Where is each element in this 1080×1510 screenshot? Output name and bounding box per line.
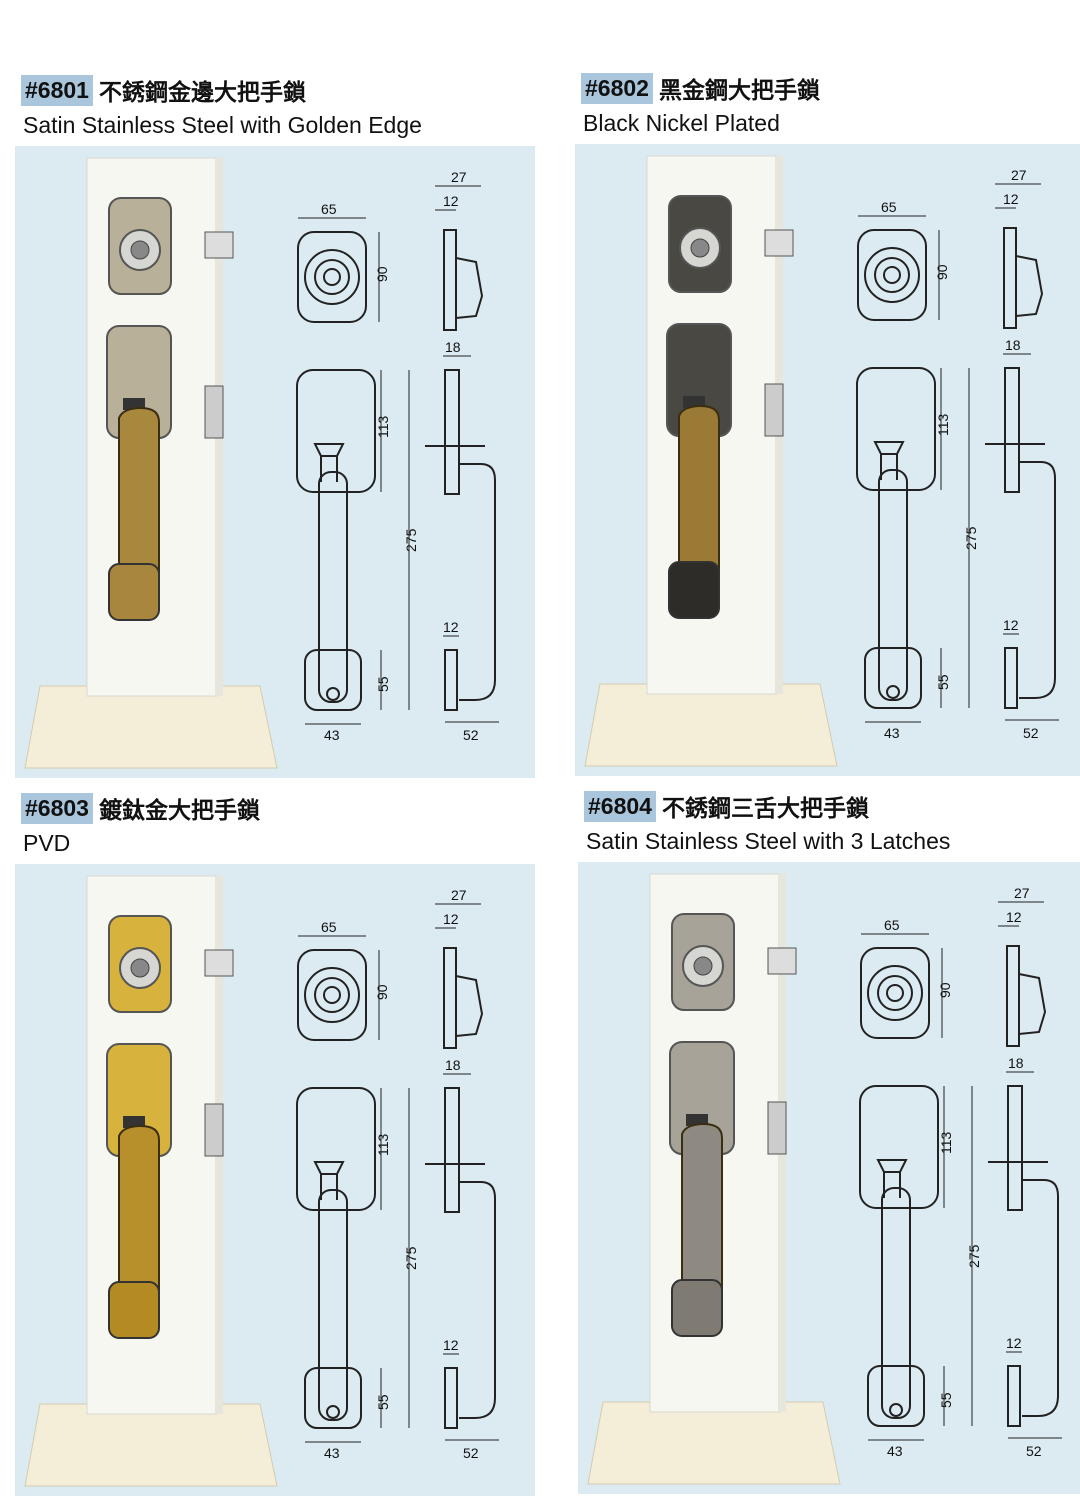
dim-label-bottom-plate-height: 55 bbox=[935, 674, 951, 690]
latch-bolt bbox=[204, 385, 224, 439]
dim-label-bottom-thin: 12 bbox=[1006, 1335, 1022, 1351]
latch-bolt bbox=[764, 383, 784, 437]
dimension-labels: 65 90 27 12 113 275 55 43 18 12 52 bbox=[881, 167, 1039, 741]
handle-bottom-plate bbox=[108, 1281, 160, 1339]
dimension-labels: 65 90 27 12 113 275 55 43 18 12 52 bbox=[321, 887, 479, 1461]
handle-bottom-plate bbox=[671, 1279, 723, 1337]
product-name-en: PVD bbox=[23, 830, 71, 856]
dim-label-handle-plate-height: 113 bbox=[938, 1131, 954, 1154]
dim-label-deadbolt-height: 90 bbox=[937, 982, 953, 998]
dim-label-overall-height: 275 bbox=[966, 1244, 982, 1268]
dim-label-overall-height: 275 bbox=[403, 1246, 419, 1270]
dim-label-handle-plate-height: 113 bbox=[935, 413, 951, 436]
dim-label-handle-depth: 52 bbox=[1026, 1443, 1042, 1459]
dim-label-bottom-plate-height: 55 bbox=[938, 1392, 954, 1408]
product-panel: 65 90 27 12 113 275 55 43 18 12 52 bbox=[15, 146, 535, 778]
product-panel: 65 90 27 12 113 275 55 43 18 12 52 bbox=[575, 144, 1080, 776]
dim-label-side-thin: 12 bbox=[443, 193, 459, 209]
deadbolt-latch bbox=[204, 949, 234, 977]
grip-handle bbox=[118, 406, 160, 581]
dim-label-handle-thickness: 18 bbox=[1008, 1055, 1024, 1071]
dim-label-handle-plate-height: 113 bbox=[375, 415, 391, 438]
product-name-zh: 不銹鋼三舌大把手鎖 bbox=[661, 796, 869, 822]
dim-label-deadbolt-width: 65 bbox=[321, 201, 337, 217]
grip-handle bbox=[678, 404, 720, 579]
dim-label-side-total: 27 bbox=[451, 887, 467, 903]
dimension-labels: 65 90 27 12 113 275 55 43 18 12 52 bbox=[884, 885, 1042, 1459]
dimension-labels: 65 90 27 12 113 275 55 43 18 12 52 bbox=[321, 169, 479, 743]
deadbolt-latch bbox=[764, 229, 794, 257]
dimension-drawing bbox=[296, 185, 499, 725]
dimension-drawing bbox=[296, 903, 499, 1443]
thumb-lever bbox=[123, 1116, 145, 1128]
product-card: #6802 黑金鋼大把手鎖 Black Nickel Plated bbox=[575, 70, 1080, 790]
dim-label-side-total: 27 bbox=[451, 169, 467, 185]
thumb-lever bbox=[686, 1114, 708, 1126]
dim-label-deadbolt-height: 90 bbox=[934, 264, 950, 280]
dim-label-handle-thickness: 18 bbox=[1005, 337, 1021, 353]
dimension-drawing bbox=[856, 183, 1059, 723]
dim-label-handle-depth: 52 bbox=[463, 1445, 479, 1461]
dim-label-bottom-width: 43 bbox=[884, 725, 900, 741]
dim-label-side-total: 27 bbox=[1011, 167, 1027, 183]
product-name-en: Satin Stainless Steel with 3 Latches bbox=[586, 828, 951, 854]
grip-handle bbox=[118, 1124, 160, 1299]
dim-label-bottom-thin: 12 bbox=[1003, 617, 1019, 633]
product-card: #6801 不銹鋼金邊大把手鎖 Satin Stainless Steel wi… bbox=[15, 72, 545, 792]
product-panel: 65 90 27 12 113 275 55 43 18 12 52 bbox=[578, 862, 1080, 1494]
deadbolt-latch bbox=[204, 231, 234, 259]
product-card: #6803 鍍鈦金大把手鎖 PVD bbox=[15, 790, 545, 1510]
product-name-zh: 黑金鋼大把手鎖 bbox=[658, 78, 820, 104]
grip-handle bbox=[681, 1122, 723, 1297]
lock-photo bbox=[584, 155, 838, 767]
latch-bolt bbox=[767, 1101, 787, 1155]
product-card: #6804 不銹鋼三舌大把手鎖 Satin Stainless Steel wi… bbox=[578, 788, 1080, 1508]
dim-label-side-thin: 12 bbox=[443, 911, 459, 927]
product-name-zh: 不銹鋼金邊大把手鎖 bbox=[98, 80, 306, 106]
dim-label-bottom-plate-height: 55 bbox=[375, 676, 391, 692]
dim-label-side-thin: 12 bbox=[1003, 191, 1019, 207]
dimension-drawing bbox=[859, 901, 1062, 1441]
dim-label-deadbolt-width: 65 bbox=[321, 919, 337, 935]
handle-bottom-plate bbox=[668, 561, 720, 619]
handle-bottom-plate bbox=[108, 563, 160, 621]
dim-label-bottom-width: 43 bbox=[887, 1443, 903, 1459]
product-name-en: Black Nickel Plated bbox=[583, 110, 780, 136]
dim-label-handle-thickness: 18 bbox=[445, 1057, 461, 1073]
dim-label-overall-height: 275 bbox=[963, 526, 979, 550]
product-code: #6803 bbox=[21, 792, 93, 824]
deadbolt-latch bbox=[767, 947, 797, 975]
lock-photo bbox=[587, 873, 841, 1485]
product-panel: 65 90 27 12 113 275 55 43 18 12 52 bbox=[15, 864, 535, 1496]
thumb-lever bbox=[123, 398, 145, 410]
product-code: #6804 bbox=[584, 790, 656, 822]
dim-label-bottom-width: 43 bbox=[324, 727, 340, 743]
dim-label-bottom-thin: 12 bbox=[443, 1337, 459, 1353]
product-name-zh: 鍍鈦金大把手鎖 bbox=[98, 798, 260, 824]
dim-label-bottom-width: 43 bbox=[324, 1445, 340, 1461]
dim-label-overall-height: 275 bbox=[403, 528, 419, 552]
product-name-en: Satin Stainless Steel with Golden Edge bbox=[23, 112, 422, 138]
dim-label-deadbolt-width: 65 bbox=[884, 917, 900, 933]
dim-label-handle-plate-height: 113 bbox=[375, 1133, 391, 1156]
product-code: #6801 bbox=[21, 74, 93, 106]
dim-label-handle-depth: 52 bbox=[463, 727, 479, 743]
dim-label-bottom-thin: 12 bbox=[443, 619, 459, 635]
dim-label-deadbolt-width: 65 bbox=[881, 199, 897, 215]
latch-bolt bbox=[204, 1103, 224, 1157]
dim-label-deadbolt-height: 90 bbox=[374, 984, 390, 1000]
product-code: #6802 bbox=[581, 72, 653, 104]
thumb-lever bbox=[683, 396, 705, 408]
dim-label-side-total: 27 bbox=[1014, 885, 1030, 901]
lock-photo bbox=[24, 157, 278, 769]
lock-photo bbox=[24, 875, 278, 1487]
dim-label-deadbolt-height: 90 bbox=[374, 266, 390, 282]
dim-label-handle-thickness: 18 bbox=[445, 339, 461, 355]
dim-label-bottom-plate-height: 55 bbox=[375, 1394, 391, 1410]
dim-label-handle-depth: 52 bbox=[1023, 725, 1039, 741]
dim-label-side-thin: 12 bbox=[1006, 909, 1022, 925]
